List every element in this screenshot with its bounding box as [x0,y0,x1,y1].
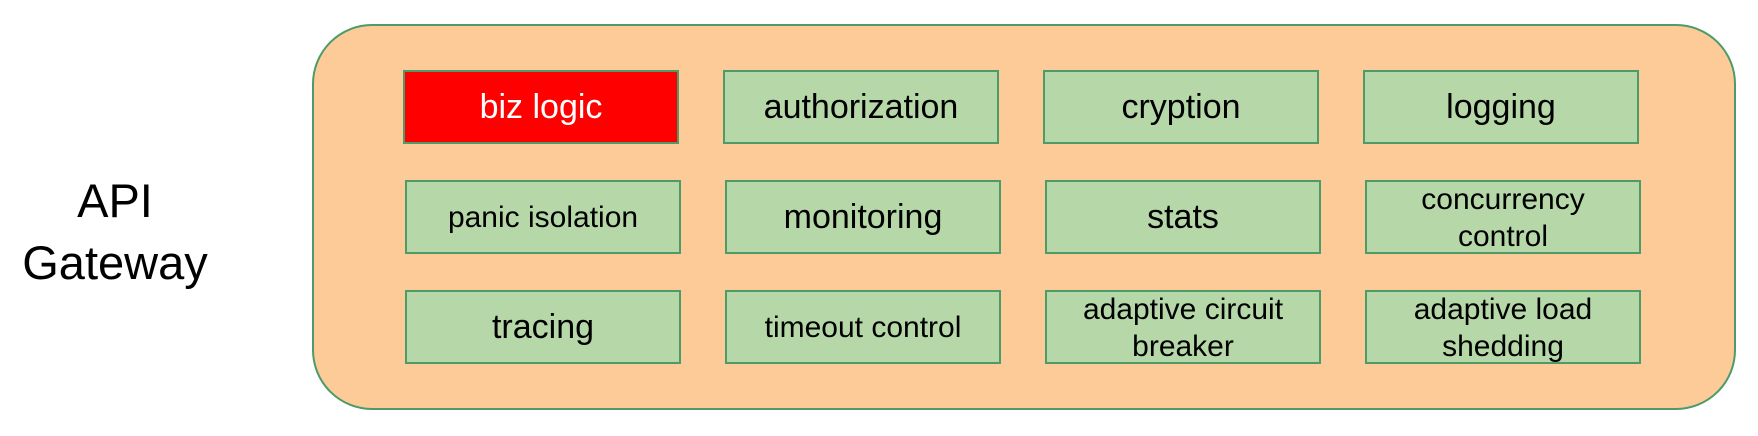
module-adaptive-circuit-breaker: adaptive circuit breaker [1045,290,1321,364]
module-panic-isolation: panic isolation [405,180,681,254]
module-cryption: cryption [1043,70,1319,144]
module-tracing: tracing [405,290,681,364]
module-stats: stats [1045,180,1321,254]
module-timeout-control: timeout control [725,290,1001,364]
module-monitoring: monitoring [725,180,1001,254]
module-logging: logging [1363,70,1639,144]
module-authorization: authorization [723,70,999,144]
gateway-container: biz logic authorization cryption logging… [312,24,1736,410]
api-gateway-label: API Gateway [10,170,220,294]
module-concurrency-control: concurrency control [1365,180,1641,254]
api-gateway-label-line2: Gateway [22,236,208,289]
api-gateway-label-line1: API [77,174,153,227]
module-biz-logic: biz logic [403,70,679,144]
module-adaptive-load-shedding: adaptive load shedding [1365,290,1641,364]
